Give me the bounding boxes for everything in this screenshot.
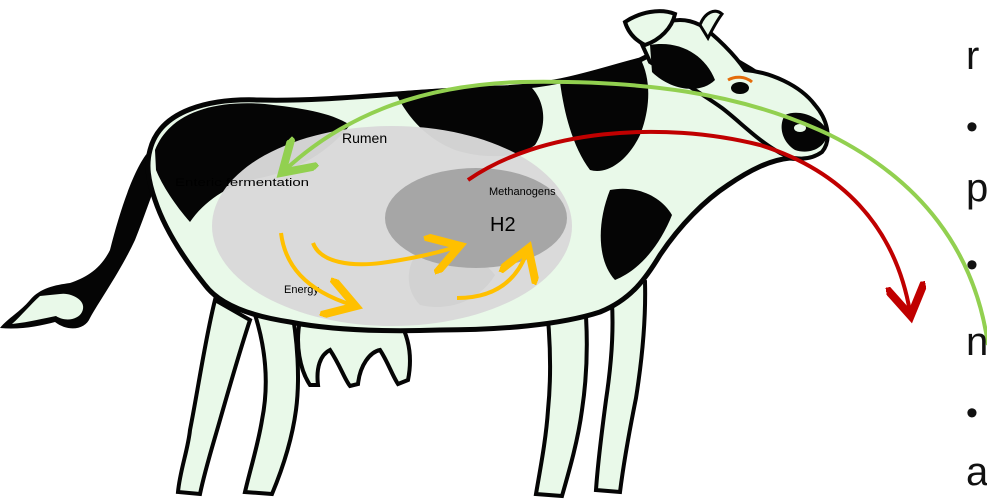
cow-hind-leg-far xyxy=(178,300,250,494)
cow-eye xyxy=(731,82,749,94)
side-text-bullet: • xyxy=(966,110,978,144)
rumen-label: Rumen xyxy=(342,130,387,146)
side-text-bullet: • xyxy=(966,396,978,430)
side-text-line: r xyxy=(966,36,979,76)
cow-tail xyxy=(0,150,165,329)
methanogens-label: Methanogens xyxy=(489,186,556,198)
side-text-bullet: • xyxy=(966,248,978,282)
cow-hind-leg-near xyxy=(245,300,298,494)
h2-label: H2 xyxy=(490,214,516,236)
side-text-line: n xyxy=(966,322,987,362)
fermentation-label: Enteric fermentation xyxy=(175,177,309,189)
methanogen-zone xyxy=(385,168,567,268)
side-text-line: a xyxy=(966,452,987,492)
cow-spot xyxy=(601,189,672,280)
side-text-line: p xyxy=(966,168,987,208)
